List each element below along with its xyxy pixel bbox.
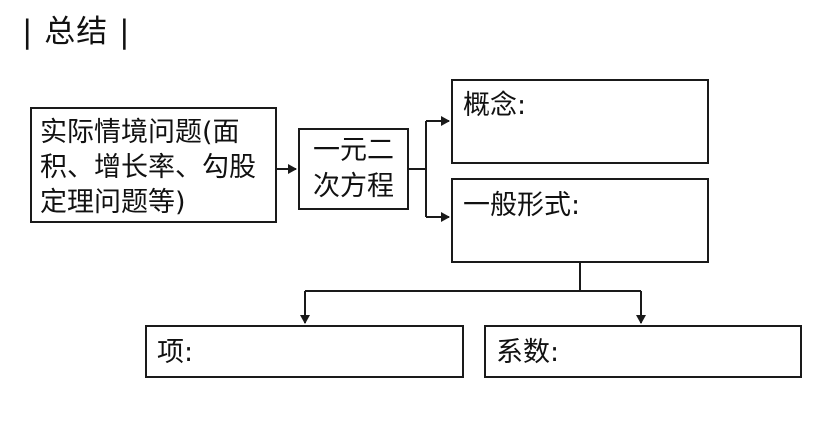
general-form-label: 一般形式: <box>463 190 581 221</box>
quadratic-equation-text: 一元二次方程 <box>313 135 394 202</box>
concept-box: 概念: <box>451 79 709 164</box>
general-form-box: 一般形式: <box>451 178 709 263</box>
term-box: 项: <box>145 325 464 378</box>
concept-label: 概念: <box>463 90 527 121</box>
real-world-problems-box: 实际情境问题(面积、增长率、勾股定理问题等) <box>30 107 277 223</box>
real-world-problems-text: 实际情境问题(面积、增长率、勾股定理问题等) <box>40 117 256 218</box>
coefficient-label: 系数: <box>496 337 560 368</box>
quadratic-equation-box: 一元二次方程 <box>298 128 409 210</box>
section-title: | 总结 | <box>22 14 131 50</box>
coefficient-box: 系数: <box>484 325 802 378</box>
term-label: 项: <box>157 337 194 368</box>
